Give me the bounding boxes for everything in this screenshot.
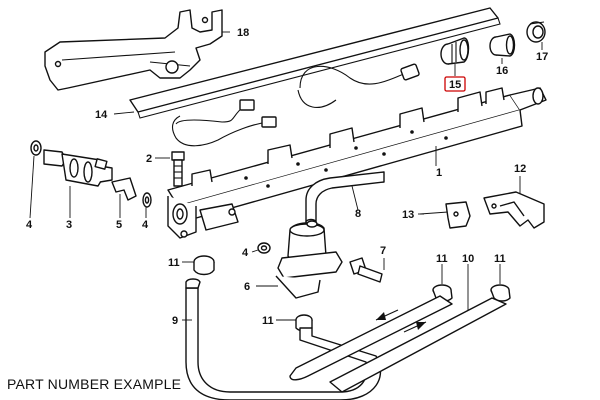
leader-14 <box>113 111 135 115</box>
callout-16[interactable]: 16 <box>496 65 508 77</box>
part-17-cap[interactable] <box>526 21 546 43</box>
part-6-pressure-regulator[interactable] <box>275 220 343 299</box>
callout-12[interactable]: 12 <box>514 163 526 175</box>
callout-18[interactable]: 18 <box>237 27 249 39</box>
part-11-hose-clamp-a[interactable] <box>193 255 215 276</box>
callout-11-d[interactable]: 11 <box>494 253 506 265</box>
callout-4-lower[interactable]: 4 <box>242 247 249 259</box>
part-1-fuel-rail[interactable] <box>167 87 547 239</box>
part-11-hose-clamp-d[interactable] <box>490 284 511 302</box>
part-7-bolt[interactable] <box>349 257 383 283</box>
wiring-harness[interactable] <box>171 63 420 147</box>
callout-11-b[interactable]: 11 <box>262 315 274 327</box>
callout-6[interactable]: 6 <box>244 281 250 293</box>
part-4-washer-lower[interactable] <box>257 242 271 254</box>
callout-11-a[interactable]: 11 <box>168 257 180 269</box>
part-14-support-strip[interactable] <box>129 7 501 119</box>
part-18-bracket[interactable] <box>44 9 223 91</box>
diagram-caption: PART NUMBER EXAMPLE <box>7 376 182 392</box>
callout-13[interactable]: 13 <box>402 209 414 221</box>
callout-14[interactable]: 14 <box>95 109 108 121</box>
part-10-fuel-hose[interactable] <box>289 295 507 393</box>
leader-8 <box>351 185 359 211</box>
part-4-washer-left[interactable] <box>30 140 42 156</box>
callout-2[interactable]: 2 <box>146 153 152 165</box>
part-5-clip[interactable] <box>111 177 137 201</box>
callout-17[interactable]: 17 <box>536 51 548 63</box>
callout-3[interactable]: 3 <box>66 219 72 231</box>
callout-11-c[interactable]: 11 <box>436 253 448 265</box>
leader-4c <box>251 249 259 253</box>
part-13-mounting-stud[interactable] <box>419 201 471 229</box>
callout-5[interactable]: 5 <box>116 219 122 231</box>
part-15-connector[interactable] <box>440 37 470 65</box>
callout-7[interactable]: 7 <box>380 245 386 257</box>
part-2-bolt[interactable] <box>171 151 185 187</box>
callout-4-left[interactable]: 4 <box>26 219 33 231</box>
callout-1[interactable]: 1 <box>436 167 442 179</box>
callout-9[interactable]: 9 <box>172 315 178 327</box>
callout-15[interactable]: 15 <box>449 79 461 91</box>
callout-10[interactable]: 10 <box>462 253 474 265</box>
part-3-injector[interactable] <box>43 149 113 187</box>
callout-15-highlight <box>444 76 466 92</box>
leader-4a <box>29 155 35 219</box>
part-12-bracket[interactable] <box>483 191 545 229</box>
part-16-connector[interactable] <box>489 33 516 57</box>
callout-8[interactable]: 8 <box>355 208 361 220</box>
callout-4-middle[interactable]: 4 <box>142 219 149 231</box>
part-4-washer-middle[interactable] <box>142 192 152 208</box>
